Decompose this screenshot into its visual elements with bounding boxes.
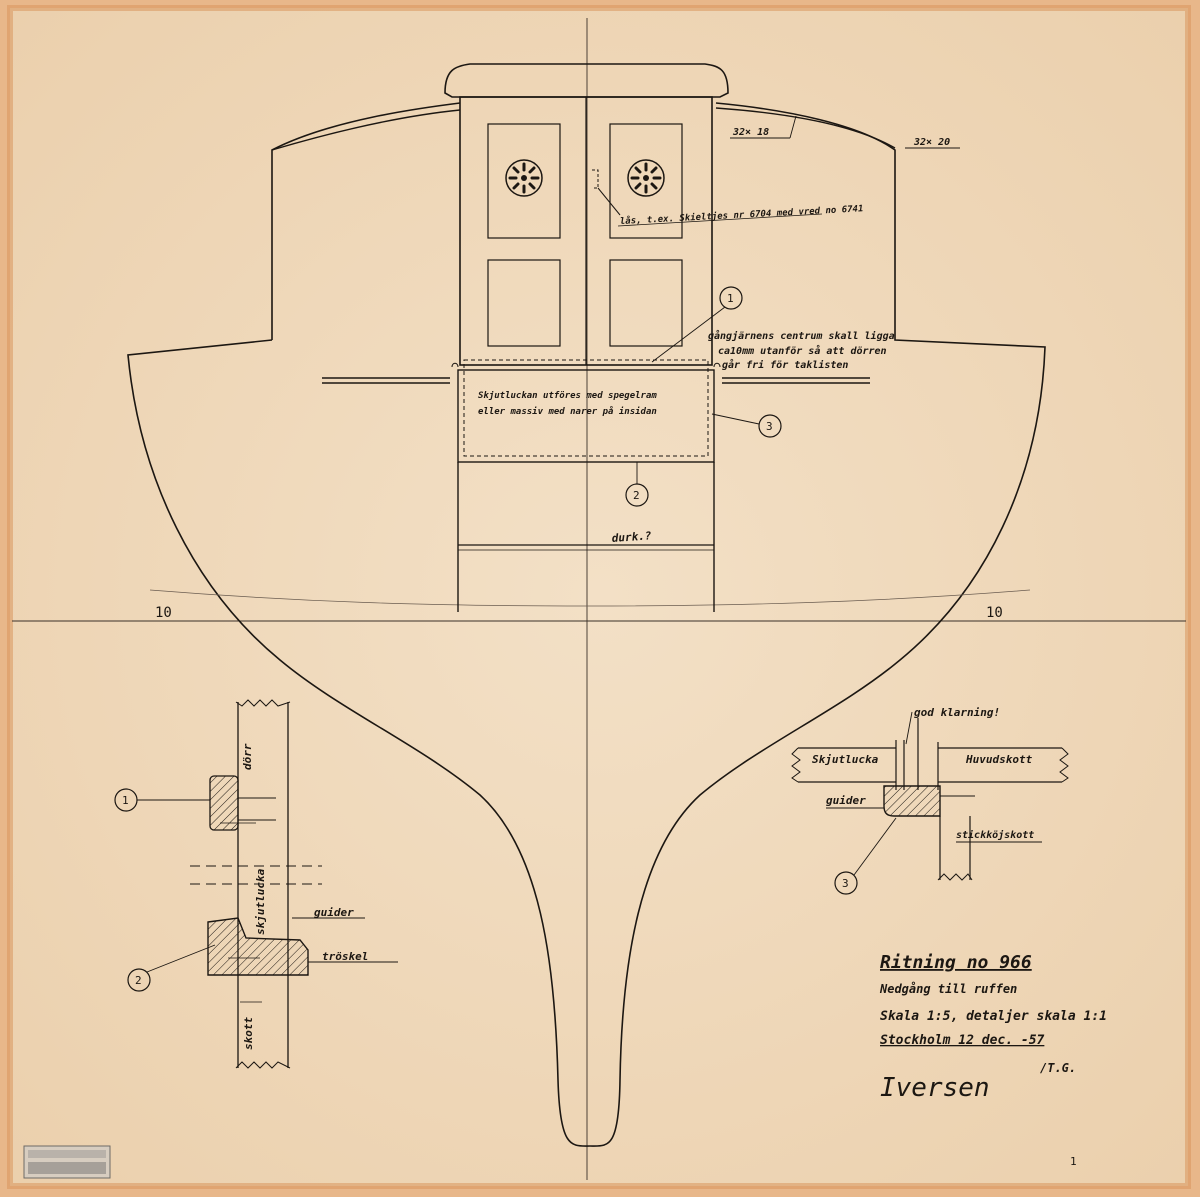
deck-curve-right [715, 107, 896, 149]
hinge-note-1: gångjärnens centrum skall ligga [708, 329, 895, 342]
detail-right-clearance: god klarning! [914, 706, 1000, 719]
detail-right-slide: Skjutlucka [812, 753, 879, 766]
detail-left-door: dörr [241, 743, 254, 770]
archive-stamp [23, 1145, 111, 1179]
lock-underline [617, 213, 823, 227]
door-panel-tl [487, 123, 561, 239]
detail-left-slide: skjutlucka [254, 868, 267, 935]
title-drawing-no: Ritning no 966 [880, 952, 1032, 973]
detail-left-callout-1: 1 [122, 794, 129, 807]
dim-label-1: 32× 18 [732, 127, 769, 138]
lock-leader [597, 187, 621, 216]
slide-hatch [457, 369, 715, 463]
hull-outline [127, 102, 1046, 1147]
detail-right-bunk: stickköjskott [956, 829, 1034, 841]
hull-inner-line [149, 589, 1031, 607]
callout-2-text: 2 [633, 489, 640, 502]
door-panel-bl [487, 259, 561, 347]
callout-1-text: 1 [727, 292, 734, 305]
detail-left-callout-2: 2 [135, 974, 142, 987]
title-subject: Nedgång till ruffen [879, 982, 1017, 996]
hinge-note-3: går fri för taklisten [722, 358, 848, 371]
station-label-left: 10 [155, 605, 172, 621]
detail-left-guide: guider [314, 906, 354, 919]
deck-curve-left [271, 109, 461, 151]
hinge-left [451, 362, 459, 368]
detail-left [114, 699, 398, 1069]
callout-1-main [651, 286, 743, 363]
detail-left-bulkhead: skott [242, 1017, 255, 1050]
vent-icon-left [505, 159, 543, 197]
title-initials: /T.G. [1040, 1061, 1076, 1075]
dim-label-2: 32× 20 [913, 137, 950, 148]
lock-symbol [592, 169, 599, 189]
callout-2-main [625, 462, 649, 507]
slide-hatch-hidden [463, 359, 709, 457]
paper [10, 8, 1188, 1186]
detail-right-callout-3: 3 [842, 877, 849, 890]
door-panel-tr [609, 123, 683, 239]
station-label-right: 10 [986, 605, 1003, 621]
floor-label: durk.? [611, 529, 652, 545]
detail-right-bulkhead: Huvudskott [965, 753, 1033, 766]
detail-right-guide: guider [826, 794, 866, 807]
detail-right [791, 711, 1069, 895]
slide-note-1: Skjutluckan utföres med spegelram [478, 390, 657, 401]
door-panel-br [609, 259, 683, 347]
title-signature: Iversen [880, 1073, 990, 1103]
paper-border [7, 5, 1191, 1189]
sheet-number: 1 [1070, 1155, 1077, 1168]
vent-icon-right [627, 159, 665, 197]
dim-leader-1b [789, 115, 797, 139]
callout-3-text: 3 [766, 420, 773, 433]
slide-note-2: eller massiv med narer på insidan [478, 406, 657, 417]
callout-3-main [711, 413, 782, 438]
title-place-date: Stockholm 12 dec. -57 [880, 1033, 1045, 1048]
title-scale: Skala 1:5, detaljer skala 1:1 [880, 1009, 1107, 1024]
detail-left-threshold: tröskel [322, 950, 368, 963]
hinge-note-2: ca10mm utanför så att dörren [718, 344, 887, 357]
hatch-top [444, 63, 729, 98]
hinge-right [713, 362, 721, 368]
